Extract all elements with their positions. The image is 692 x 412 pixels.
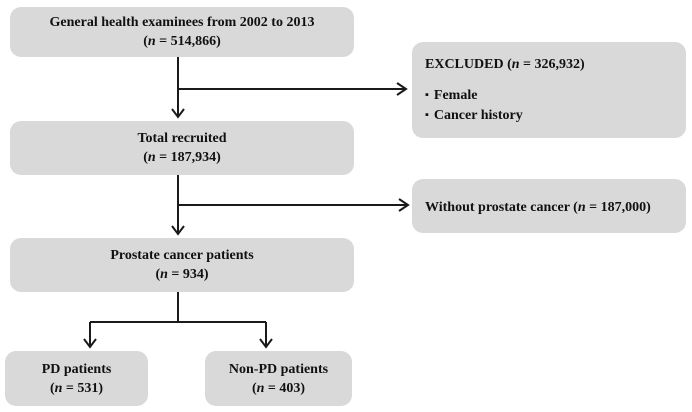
open-paren: (: [573, 200, 578, 215]
excluded-item-female: ▪ Female: [425, 86, 523, 106]
close-paren: ): [646, 200, 651, 215]
pc-patients-title: Prostate cancer patients: [110, 248, 254, 263]
excluded-n-count: (n = 326,932): [507, 57, 585, 72]
arrow-recruited-to-pc: [171, 175, 185, 236]
open-paren: (: [251, 380, 257, 396]
open-paren: (: [143, 150, 148, 165]
arrow-split-to-non-pd: [259, 322, 273, 349]
pd-patients-box: PD patients (n = 531): [5, 351, 148, 406]
non-pd-patients-box: Non-PD patients (n = 403): [205, 351, 352, 406]
open-paren: (: [49, 380, 55, 396]
excluded-title-line: EXCLUDED (n = 326,932): [425, 55, 585, 74]
n-variable: n: [54, 380, 63, 396]
equals-sign: =: [523, 57, 532, 72]
n-value: 187,934: [170, 150, 217, 165]
excluded-item-label: Female: [433, 88, 478, 103]
close-paren: ): [216, 34, 221, 49]
without-pc-n-count: (n = 187,000): [573, 200, 651, 215]
pc-patients-box: Prostate cancer patients (n = 934): [10, 238, 354, 292]
arrow-examinees-to-recruited: [171, 57, 185, 119]
n-value: 531: [77, 380, 99, 396]
excluded-item-label: Cancer history: [433, 108, 523, 123]
arrow-split-to-pd: [83, 322, 97, 349]
pd-patients-n-count: (n = 531): [50, 379, 103, 398]
non-pd-patients-n-count: (n = 403): [252, 379, 305, 398]
arrow-branch-to-excluded: [178, 82, 408, 96]
bullet-square-icon: ▪: [425, 109, 429, 121]
n-value: 403: [279, 380, 301, 396]
equals-sign: =: [171, 267, 180, 282]
n-variable: n: [160, 267, 168, 282]
examinees-box: General health examinees from 2002 to 20…: [10, 7, 354, 57]
without-pc-box: Without prostate cancer (n = 187,000): [412, 179, 686, 233]
without-pc-line: Without prostate cancer (n = 187,000): [425, 198, 651, 217]
close-paren: ): [203, 267, 209, 282]
n-variable: n: [147, 150, 156, 165]
equals-sign: =: [159, 34, 168, 49]
n-value: 514,866: [170, 34, 217, 49]
close-paren: ): [98, 380, 104, 396]
equals-sign: =: [159, 150, 168, 165]
recruited-n-count: (n = 187,934): [143, 148, 221, 167]
close-paren: ): [216, 150, 221, 165]
without-pc-title: Without prostate cancer: [425, 200, 570, 215]
recruited-box: Total recruited (n = 187,934): [10, 121, 354, 175]
n-variable: n: [511, 57, 520, 72]
n-variable: n: [147, 34, 156, 49]
equals-sign: =: [267, 380, 276, 396]
examinees-title: General health examinees from 2002 to 20…: [49, 15, 315, 30]
equals-sign: =: [65, 380, 74, 396]
open-paren: (: [155, 267, 161, 282]
n-value: 326,932: [534, 57, 581, 72]
open-paren: (: [143, 34, 148, 49]
excluded-title: EXCLUDED: [425, 57, 504, 72]
excluded-item-cancer-history: ▪ Cancer history: [425, 106, 523, 126]
close-paren: ): [300, 380, 306, 396]
n-value: 187,000: [600, 200, 647, 215]
close-paren: ): [580, 57, 585, 72]
excluded-box: EXCLUDED (n = 326,932) ▪ Female ▪ Cancer h…: [412, 42, 686, 138]
examinees-n-count: (n = 514,866): [143, 32, 221, 51]
excluded-items: ▪ Female ▪ Cancer history: [425, 86, 523, 126]
arrow-branch-to-without-pc: [178, 198, 410, 212]
n-variable: n: [256, 380, 265, 396]
n-variable: n: [577, 200, 586, 215]
open-paren: (: [507, 57, 512, 72]
recruited-title: Total recruited: [137, 131, 227, 146]
bullet-square-icon: ▪: [425, 89, 429, 101]
non-pd-patients-title: Non-PD patients: [228, 361, 329, 377]
n-value: 934: [182, 267, 204, 282]
equals-sign: =: [589, 200, 598, 215]
pd-patients-title: PD patients: [41, 361, 112, 377]
pc-patients-n-count: (n = 934): [155, 265, 208, 284]
